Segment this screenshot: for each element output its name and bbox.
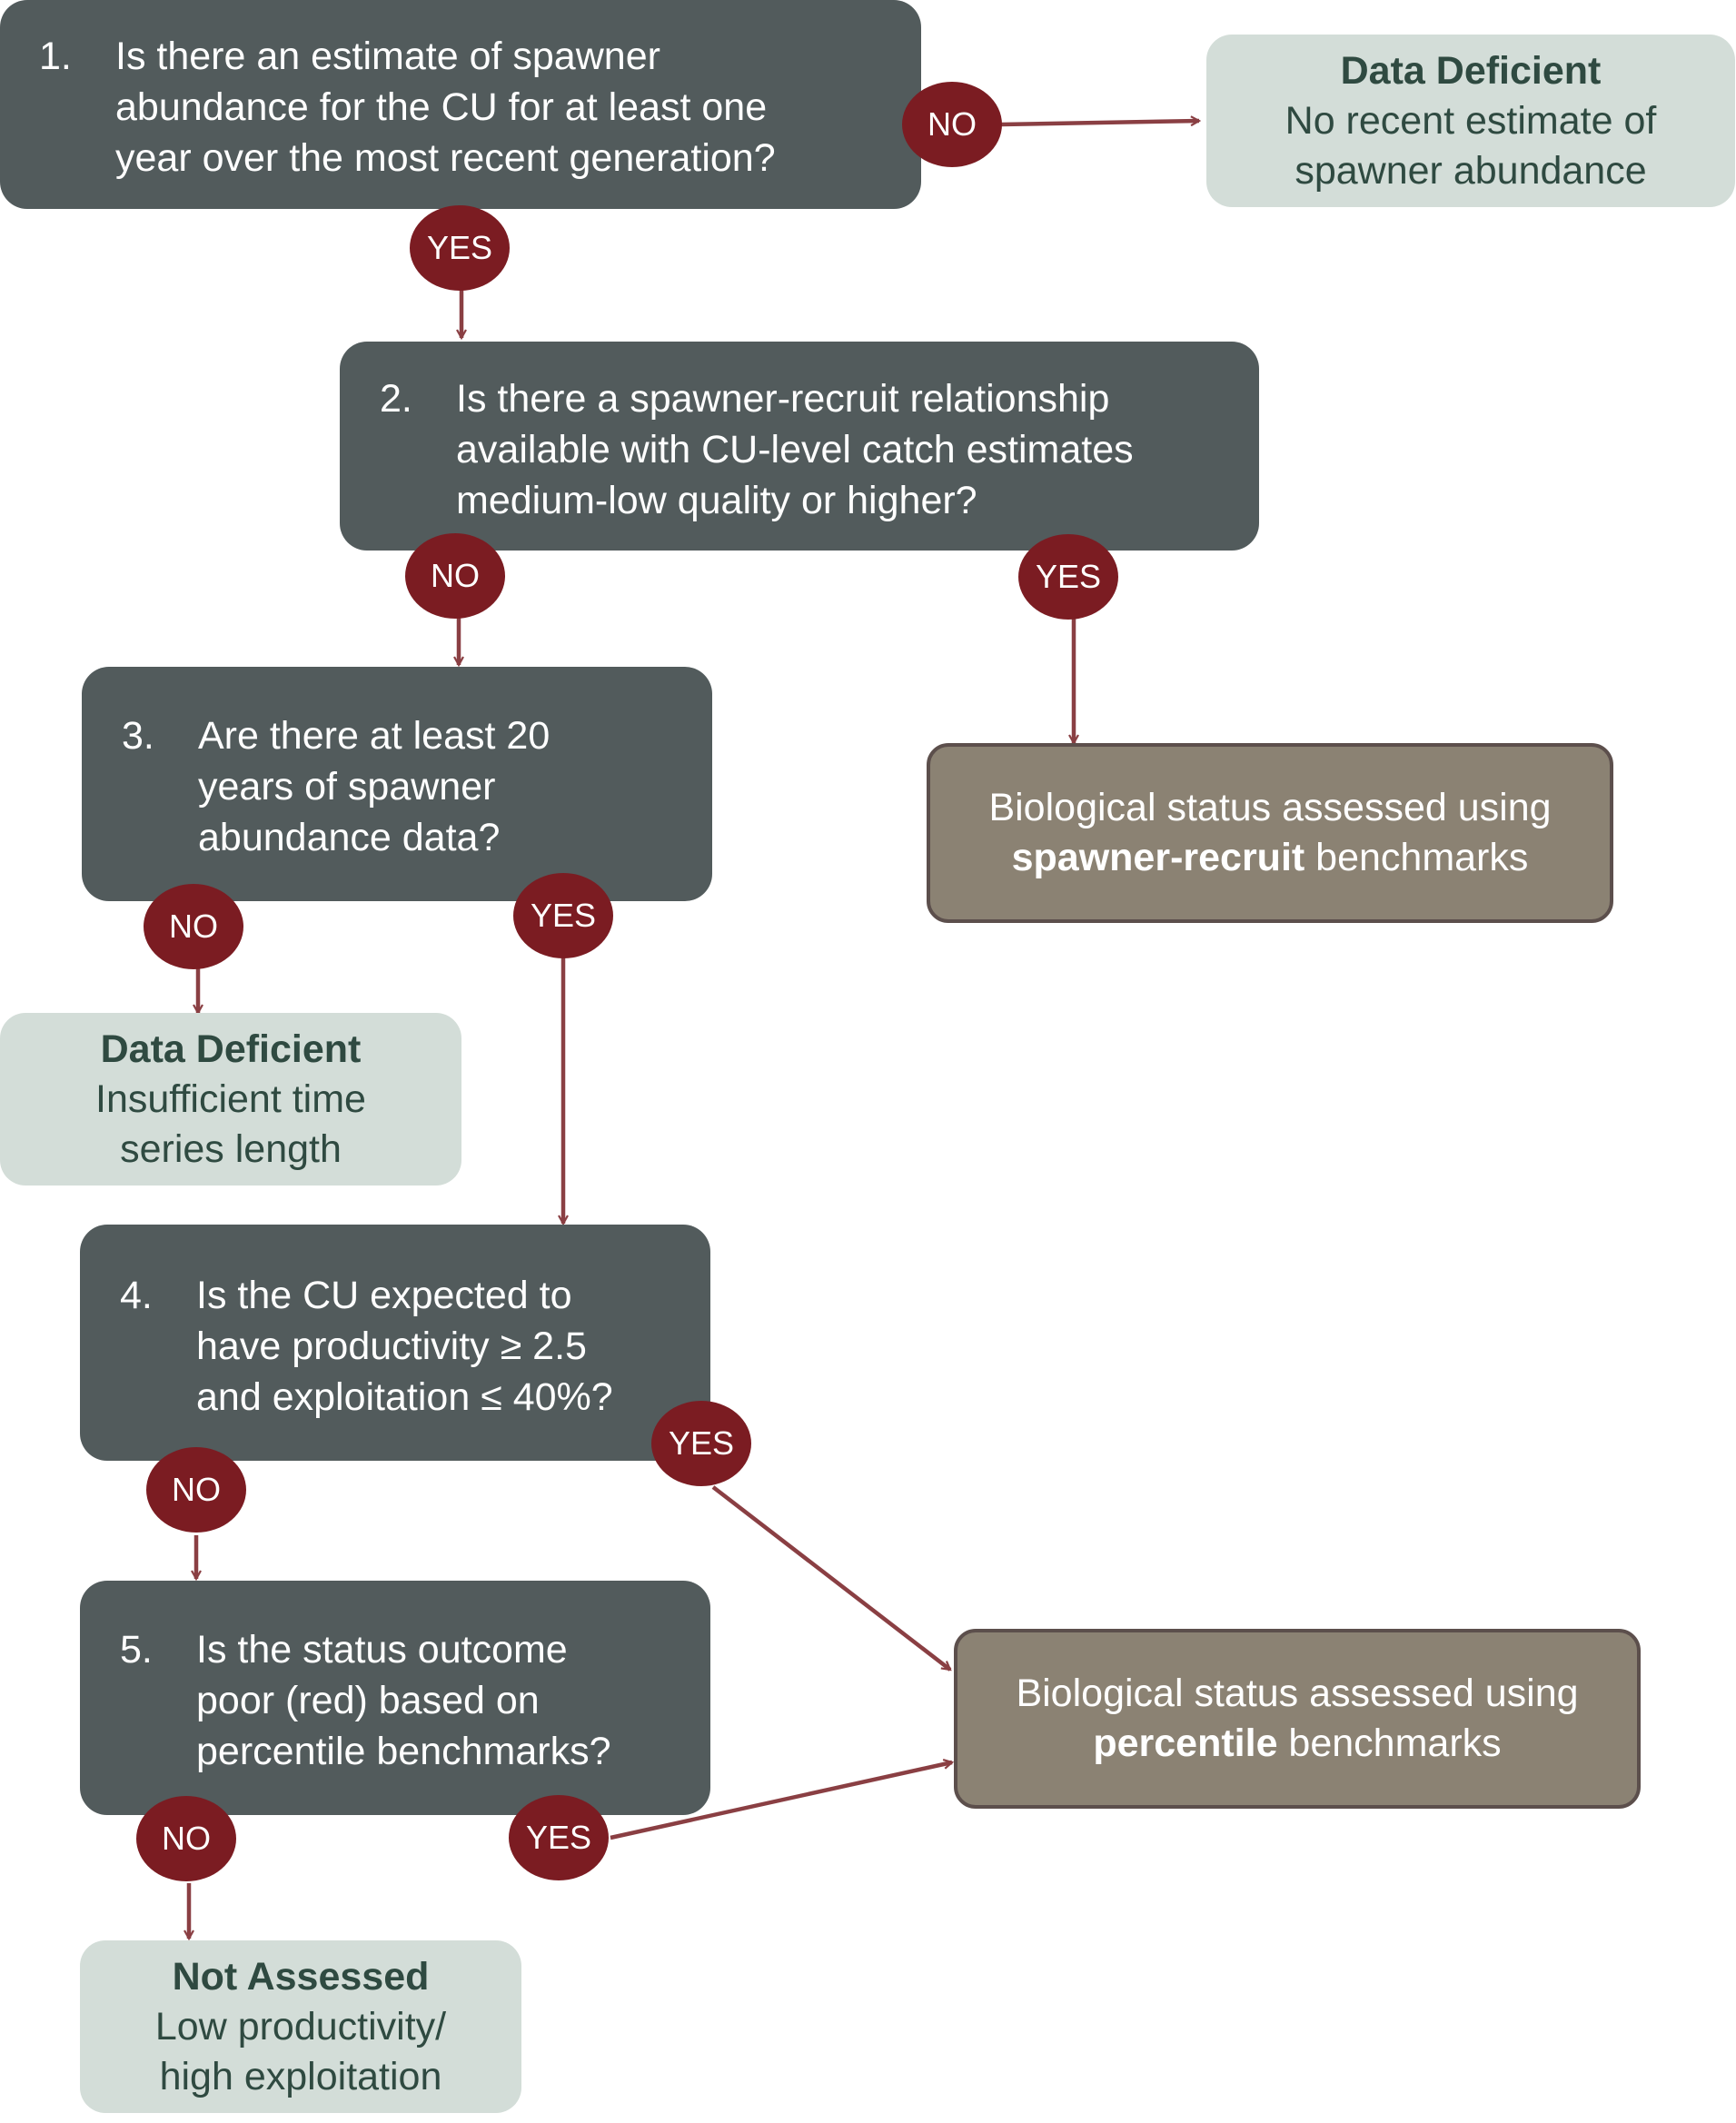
outcome-body: No recent estimate of spawner abundance: [1285, 98, 1657, 193]
question-2-text: Is there a spawner-recruit relationship …: [456, 377, 1134, 522]
arrow-q5-yes: [610, 1762, 952, 1840]
result-bold-term: spawner-recruit: [1011, 836, 1305, 879]
outcome-not-assessed: Not Assessed Low productivity/ high expl…: [80, 1940, 521, 2113]
result-line1: Biological status assessed using: [1016, 1672, 1579, 1715]
badge-q1-yes: YES: [410, 205, 510, 291]
question-4-number: 4.: [120, 1274, 153, 1317]
result-percentile: Biological status assessed using percent…: [954, 1629, 1641, 1809]
result-bold-term: percentile: [1093, 1721, 1278, 1765]
question-3: 3. Are there at least 20 years of spawne…: [82, 667, 712, 901]
question-2: 2. Is there a spawner-recruit relationsh…: [340, 342, 1259, 551]
badge-q2-no: NO: [405, 533, 505, 619]
badge-q4-yes: YES: [651, 1401, 751, 1486]
question-5-text: Is the status outcome poor (red) based o…: [196, 1628, 611, 1773]
badge-q2-yes: YES: [1018, 534, 1118, 620]
result-rest: benchmarks: [1277, 1721, 1502, 1765]
badge-q5-no: NO: [136, 1796, 236, 1881]
badge-q3-no: NO: [144, 884, 243, 969]
arrow-q4-yes: [711, 1485, 950, 1672]
result-line2: spawner-recruit benchmarks: [1012, 833, 1529, 883]
outcome-data-deficient-no-estimate: Data Deficient No recent estimate of spa…: [1206, 35, 1735, 207]
badge-q4-no: NO: [146, 1447, 246, 1533]
outcome-heading: Not Assessed: [172, 1954, 430, 1999]
result-spawner-recruit: Biological status assessed using spawner…: [927, 743, 1613, 923]
outcome-heading: Data Deficient: [1340, 48, 1602, 93]
badge-q3-yes: YES: [513, 873, 613, 958]
outcome-heading: Data Deficient: [100, 1027, 362, 1071]
question-2-number: 2.: [380, 377, 412, 421]
question-3-number: 3.: [122, 714, 154, 758]
result-line1: Biological status assessed using: [988, 786, 1552, 829]
question-4-text: Is the CU expected to have productivity …: [196, 1274, 613, 1419]
question-1: 1. Is there an estimate of spawner abund…: [0, 0, 921, 209]
outcome-body: Insufficient time series length: [95, 1076, 366, 1171]
question-1-text: Is there an estimate of spawner abundanc…: [115, 35, 776, 180]
question-4: 4. Is the CU expected to have productivi…: [80, 1225, 710, 1461]
result-line2: percentile benchmarks: [1093, 1719, 1501, 1769]
outcome-data-deficient-short-series: Data Deficient Insufficient time series …: [0, 1013, 461, 1186]
badge-q1-no: NO: [902, 82, 1002, 167]
question-5-number: 5.: [120, 1628, 153, 1672]
result-rest: benchmarks: [1304, 836, 1529, 879]
question-1-number: 1.: [39, 35, 72, 78]
outcome-body: Low productivity/ high exploitation: [154, 2004, 447, 2098]
question-3-text: Are there at least 20 years of spawner a…: [198, 714, 551, 859]
question-5: 5. Is the status outcome poor (red) base…: [80, 1581, 710, 1815]
badge-q5-yes: YES: [509, 1795, 609, 1880]
